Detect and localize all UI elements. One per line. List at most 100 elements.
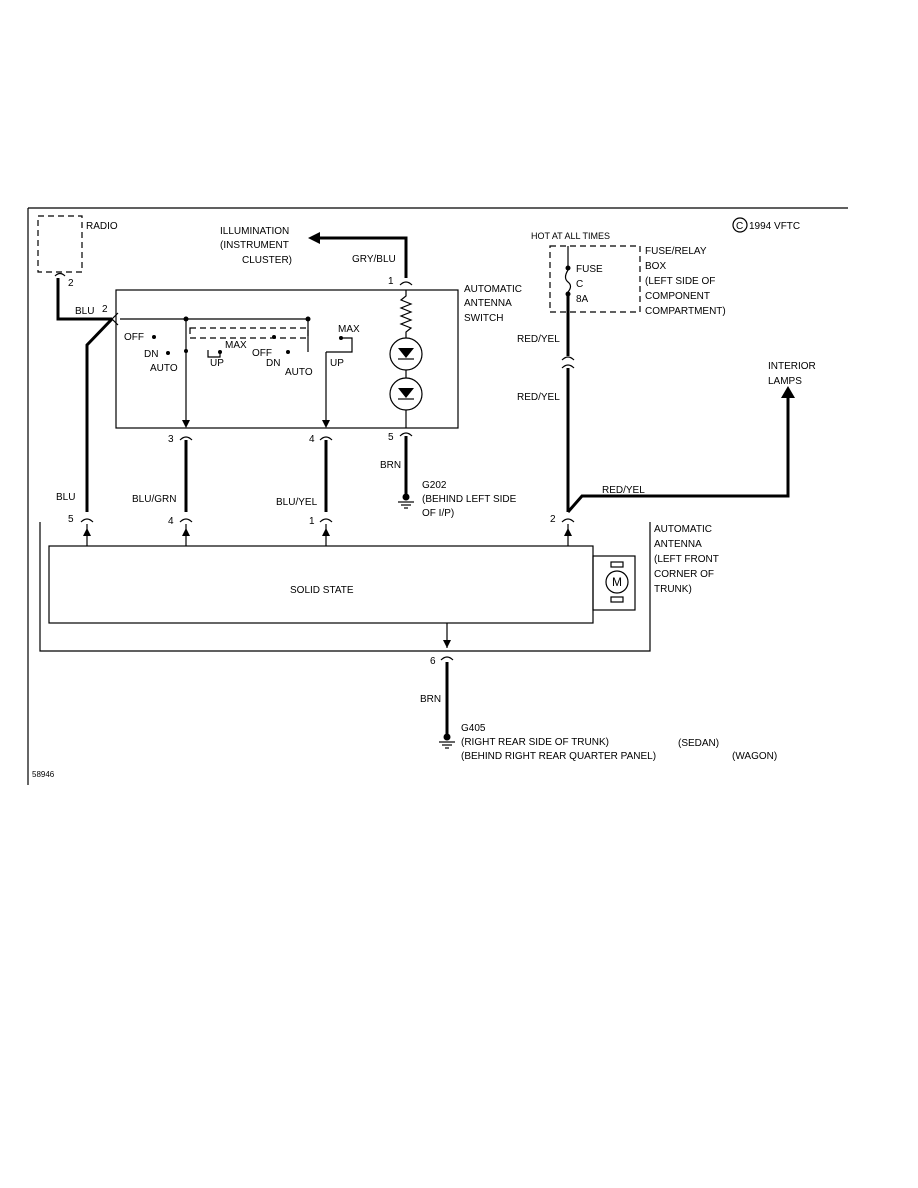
sw-right-dn-contact (286, 350, 290, 354)
led-1-symbol (398, 348, 414, 358)
g405-ground-symbol (439, 733, 455, 749)
switch-connector-3 (179, 436, 193, 441)
antenna-line5: TRUNK) (654, 584, 692, 595)
sw-right-max: MAX (338, 324, 360, 335)
radio-component (37, 215, 83, 273)
switch-connector-1 (399, 281, 413, 286)
module-arrow-5 (83, 528, 91, 536)
switch-label-line3: SWITCH (464, 313, 503, 324)
module-ground-arrow (443, 640, 451, 648)
switch-connector-4 (319, 436, 333, 441)
sw-left-dn-contact (166, 351, 170, 355)
module-pin-1: 1 (309, 516, 315, 527)
illumination-resistor (399, 290, 413, 338)
sw-left-dn: DN (144, 349, 158, 360)
switch-pin-4: 4 (309, 434, 315, 445)
module-connector-1 (319, 518, 333, 523)
fuse-label-2: C (576, 279, 583, 290)
hot-label: HOT AT ALL TIMES (531, 231, 610, 241)
wire-label-blu-yel: BLU/YEL (276, 497, 318, 508)
sw-left-auto: AUTO (150, 363, 178, 374)
sw-right-arrow (322, 420, 330, 428)
switch-pin-5: 5 (388, 432, 394, 443)
sw-left-max-link (207, 350, 221, 358)
wire-label-red-yel-3: RED/YEL (602, 485, 645, 496)
module-pin-2: 2 (550, 514, 556, 525)
module-pin-4: 4 (168, 516, 174, 527)
switch-label-line2: ANTENNA (464, 298, 512, 309)
sw-right-off-contact (272, 335, 276, 339)
module-arrow-1 (322, 528, 330, 536)
sw-right-dn: DN (266, 358, 280, 369)
wire-label-blu-top: BLU (75, 306, 94, 317)
switch-connector-2 (111, 312, 119, 326)
module-arrow-2 (564, 528, 572, 536)
inline-connector (561, 356, 575, 369)
g405-line2: (RIGHT REAR SIDE OF TRUNK) (461, 737, 609, 748)
copyright-text: 1994 VFTC (749, 221, 800, 232)
module-connector-5 (80, 518, 94, 523)
wire-label-brn-top: BRN (380, 460, 401, 471)
antenna-line2: ANTENNA (654, 539, 702, 550)
switch-pin-1: 1 (388, 276, 394, 287)
motor-cap-top (610, 561, 624, 568)
motor-label: M (612, 575, 622, 589)
fuse-relay-box (549, 245, 641, 313)
illumination-line1: ILLUMINATION (220, 226, 289, 237)
sw-left-max: MAX (225, 340, 247, 351)
g405-line3: (BEHIND RIGHT REAR QUARTER PANEL) (461, 751, 656, 762)
module-connector-6 (440, 656, 454, 661)
wire-blu-module (85, 317, 114, 512)
module-connector-4 (179, 518, 193, 523)
sw-left-off-contact (152, 335, 156, 339)
switch-pin-2: 2 (102, 304, 108, 315)
wire-label-brn-bottom: BRN (420, 694, 441, 705)
sw-right-up: UP (330, 358, 344, 369)
sw-left-off: OFF (124, 332, 144, 343)
motor-cap-bottom (610, 596, 624, 603)
wire-label-blu-grn: BLU/GRN (132, 494, 176, 505)
copyright-mark: C 1994 VFTC (732, 217, 800, 233)
module-arrow-4 (182, 528, 190, 536)
fusebox-line4: COMPONENT (645, 291, 710, 302)
switch-pin-3: 3 (168, 434, 174, 445)
fuse-element (564, 269, 572, 293)
antenna-switch-box (115, 289, 459, 429)
illumination-arrow (308, 232, 320, 244)
g405-label: G405 (461, 723, 486, 734)
wire-gry-blu (320, 236, 408, 278)
sw-left-up: UP (210, 358, 224, 369)
led-2-symbol (398, 388, 414, 398)
interior-lamps-arrow (781, 386, 795, 398)
figure-number: 58946 (32, 770, 55, 779)
copyright-symbol: C (736, 221, 743, 232)
sw-right-off: OFF (252, 348, 272, 359)
module-pin-5: 5 (68, 514, 74, 525)
antenna-line1: AUTOMATIC (654, 524, 712, 535)
fusebox-line3: (LEFT SIDE OF (645, 276, 715, 287)
fusebox-line5: COMPARTMENT) (645, 306, 726, 317)
illumination-line2: (INSTRUMENT (220, 240, 289, 251)
illumination-line3: CLUSTER) (242, 255, 292, 266)
wire-label-red-yel-1: RED/YEL (517, 334, 560, 345)
motor-housing (592, 555, 636, 611)
wire-label-red-yel-2: RED/YEL (517, 392, 560, 403)
g405-wagon: (WAGON) (732, 751, 777, 762)
g405-sedan: (SEDAN) (678, 738, 719, 749)
sw-right-auto: AUTO (285, 367, 313, 378)
g202-line3: OF I/P) (422, 508, 454, 519)
wire-label-gry-blu: GRY/BLU (352, 254, 396, 265)
interior-line2: LAMPS (768, 376, 802, 387)
motor-icon (605, 570, 629, 594)
switch-connector-5 (399, 432, 413, 437)
module-pin-6: 6 (430, 656, 436, 667)
sw-left-arrow (182, 420, 190, 428)
module-label: SOLID STATE (290, 585, 354, 596)
module-connector-2 (561, 518, 575, 523)
antenna-line4: CORNER OF (654, 569, 714, 580)
fuse-label-3: 8A (576, 294, 589, 305)
fuse-label-1: FUSE (576, 264, 603, 275)
fuse-node-top (565, 265, 571, 271)
antenna-enclosure (39, 522, 651, 652)
